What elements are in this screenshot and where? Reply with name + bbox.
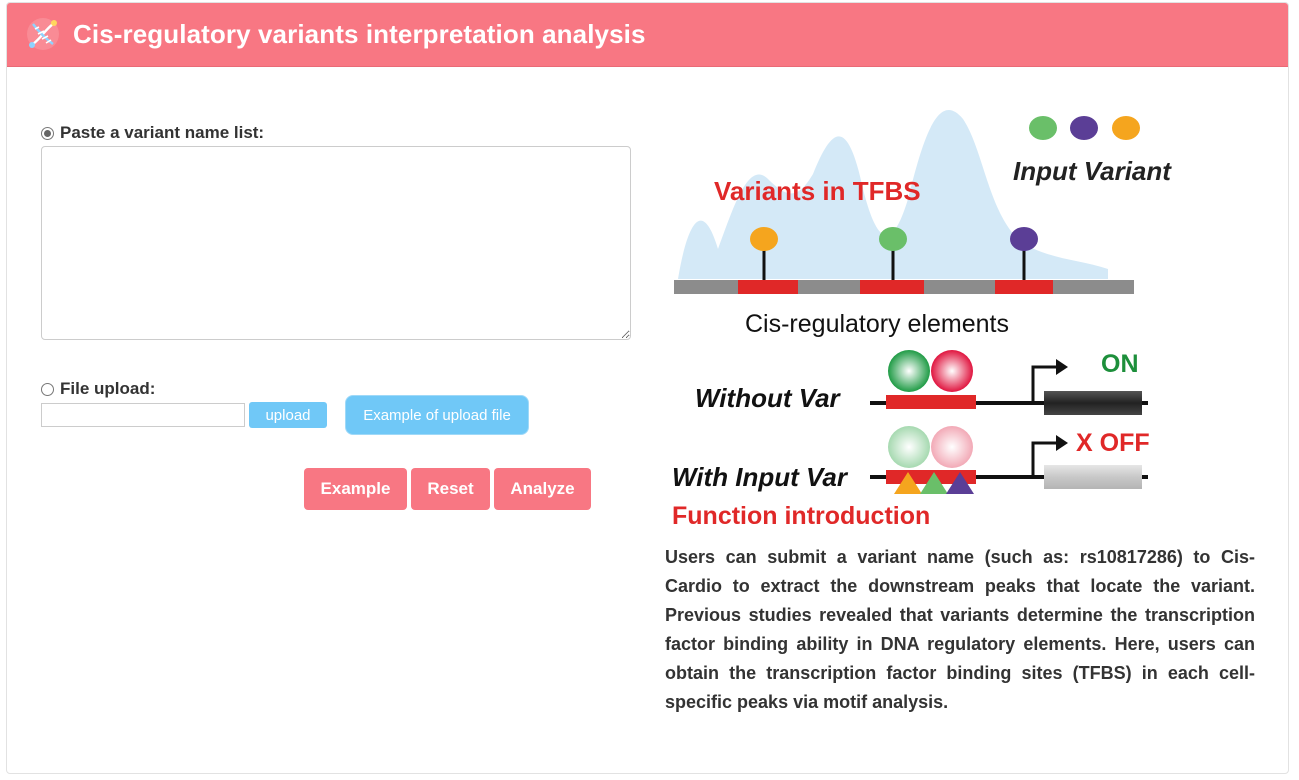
paste-option[interactable]: Paste a variant name list: [41,123,264,143]
variant-list-input[interactable] [41,146,631,340]
function-introduction-title: Function introduction [672,502,930,530]
function-description: Users can submit a variant name (such as… [665,547,1255,712]
upload-radio[interactable] [41,382,54,396]
upload-option-label: File upload: [60,379,156,398]
variant-orange-triangle [894,472,922,494]
promoter-arrow-off [1031,441,1058,477]
variant-purple-marker [1010,227,1038,251]
upload-button[interactable]: upload [249,402,327,428]
analyze-button[interactable]: Analyze [494,468,591,510]
file-upload-input[interactable] [41,403,245,427]
tf-green-ball [888,350,930,392]
variants-in-tfbs-label: Variants in TFBS [714,176,921,206]
example-button[interactable]: Example [304,468,407,510]
tfbs-3 [995,280,1053,294]
legend-purple-dot [1070,116,1098,140]
panel-header: Cis-regulatory variants interpretation a… [7,3,1288,67]
variant-purple-triangle [946,472,974,494]
legend-green-dot [1029,116,1057,140]
tfbs-2 [860,280,924,294]
gene-on [1044,391,1142,415]
tfbs-box-without [886,395,976,409]
gene-off [1044,465,1142,489]
promoter-arrow-on [1031,365,1058,403]
function-diagram: Variants in TFBS Input Variant Cis-regul… [672,110,1172,530]
variant-orange-marker [750,227,778,251]
page-title: Cis-regulatory variants interpretation a… [73,19,646,49]
example-upload-file-button[interactable]: Example of upload file [345,395,529,435]
variant-green-marker [879,227,907,251]
on-label: ON [1101,350,1139,378]
tf-green-ball-faded [888,426,930,468]
analysis-panel: Cis-regulatory variants interpretation a… [6,2,1289,774]
dna-icon [27,18,59,50]
paste-radio[interactable] [41,126,54,140]
upload-option[interactable]: File upload: [41,379,155,399]
reset-button[interactable]: Reset [411,468,490,510]
input-variant-label: Input Variant [1013,156,1172,186]
tfbs-1 [738,280,798,294]
variant-green-triangle [920,472,948,494]
paste-option-label: Paste a variant name list: [60,123,265,142]
with-input-var-label: With Input Var [672,462,849,492]
tf-red-ball-faded [931,426,973,468]
tf-red-ball [931,350,973,392]
off-label: X OFF [1076,429,1150,457]
legend-orange-dot [1112,116,1140,140]
without-var-label: Without Var [695,383,842,413]
cis-elements-label: Cis-regulatory elements [745,310,1009,338]
peak-area [678,110,1108,279]
